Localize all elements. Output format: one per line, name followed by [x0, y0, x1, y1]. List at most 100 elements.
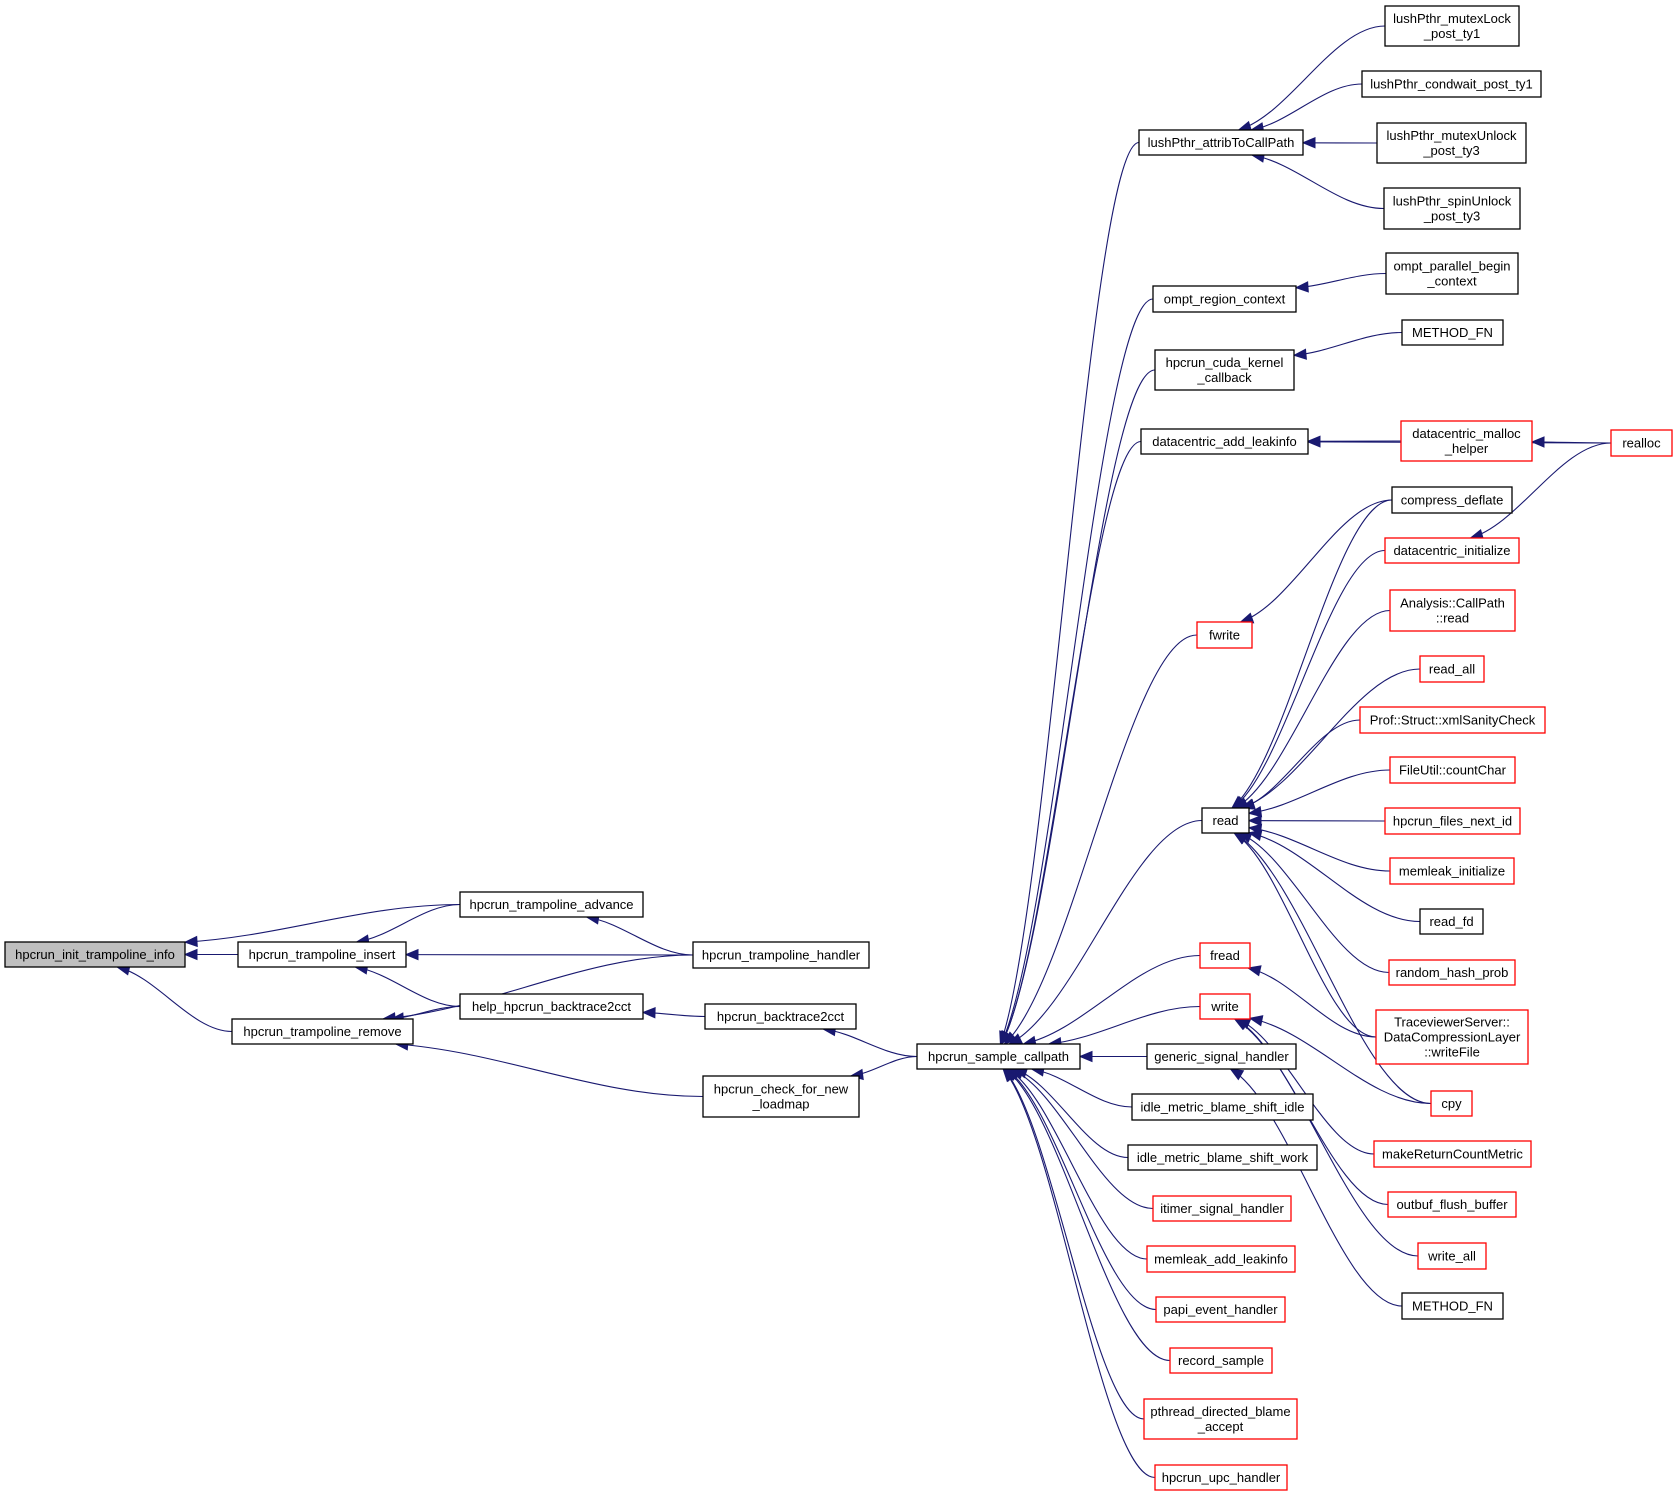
node-box [1401, 1292, 1504, 1320]
node-idle-idle[interactable]: idle_metric_blame_shift_idle [1131, 1093, 1314, 1121]
node-read-all[interactable]: read_all [1419, 655, 1485, 683]
node-count-char[interactable]: FileUtil::countChar [1389, 756, 1516, 784]
node-read[interactable]: read [1201, 807, 1250, 834]
node-outbuf-flush[interactable]: outbuf_flush_buffer [1387, 1191, 1517, 1218]
node-label: datacentric_add_leakinfo [1152, 434, 1297, 449]
node-advance[interactable]: hpcrun_trampoline_advance [459, 891, 644, 918]
node-label: _context [1426, 274, 1477, 289]
node-sample-callpath[interactable]: hpcrun_sample_callpath [916, 1043, 1081, 1070]
edge-read-all-to-read [1241, 668, 1421, 809]
node-memleak-add[interactable]: memleak_add_leakinfo [1146, 1245, 1296, 1273]
node-lush-condwait[interactable]: lushPthr_condwait_post_ty1 [1361, 70, 1542, 98]
edge-papi-to-sample-callpath [1005, 1068, 1157, 1311]
edge-check-loadmap-to-remove [395, 1043, 704, 1098]
node-box [1152, 1195, 1292, 1222]
node-record-sample[interactable]: record_sample [1169, 1347, 1273, 1374]
node-ompt-region[interactable]: ompt_region_context [1152, 285, 1297, 313]
edge-itimer-to-sample-callpath [1010, 1068, 1154, 1210]
node-make-return[interactable]: makeReturnCountMetric [1373, 1140, 1532, 1168]
node-fwrite[interactable]: fwrite [1196, 621, 1253, 649]
node-box [1387, 1191, 1517, 1218]
node-lush-mutexunlock[interactable]: lushPthr_mutexUnlock_post_ty3 [1376, 122, 1527, 164]
node-box [1154, 349, 1295, 391]
node-box [1391, 486, 1513, 514]
node-cpy[interactable]: cpy [1430, 1090, 1473, 1117]
node-lush-mutexlock[interactable]: lushPthr_mutexLock_post_ty1 [1384, 5, 1520, 47]
node-label: hpcrun_backtrace2cct [717, 1009, 845, 1024]
node-fread[interactable]: fread [1199, 942, 1251, 969]
node-xml-sanity[interactable]: Prof::Struct::xmlSanityCheck [1359, 706, 1546, 734]
node-box [1146, 1245, 1296, 1273]
node-dc-init[interactable]: datacentric_initialize [1384, 537, 1520, 564]
node-method-fn-1[interactable]: METHOD_FN [1401, 319, 1504, 346]
node-memleak-init[interactable]: memleak_initialize [1389, 857, 1515, 885]
edge-idle-idle-to-sample-callpath [1031, 1068, 1133, 1108]
edge-pthread-blame-to-sample-callpath [1003, 1068, 1145, 1420]
node-idle-work[interactable]: idle_metric_blame_shift_work [1127, 1144, 1318, 1171]
node-label: hpcrun_files_next_id [1393, 814, 1512, 829]
node-box [1384, 807, 1521, 835]
node-label: generic_signal_handler [1154, 1049, 1289, 1064]
node-read-fd[interactable]: read_fd [1419, 908, 1484, 935]
edge-tv-writefile-to-read [1233, 832, 1377, 1038]
node-papi[interactable]: papi_event_handler [1155, 1296, 1286, 1323]
node-box [1152, 285, 1297, 313]
edge-advance-to-insert [356, 903, 461, 943]
node-dc-add-leak[interactable]: datacentric_add_leakinfo [1140, 428, 1309, 455]
node-label: _callback [1196, 370, 1252, 385]
edge-remove-to-root [117, 966, 233, 1033]
node-root[interactable]: hpcrun_init_trampoline_info [4, 941, 186, 968]
node-box [1199, 942, 1251, 969]
node-label: papi_event_handler [1163, 1302, 1278, 1317]
node-lush-spinunlock[interactable]: lushPthr_spinUnlock_post_ty3 [1383, 187, 1521, 230]
node-box [1140, 428, 1309, 455]
node-dc-malloc[interactable]: datacentric_malloc_helper [1400, 420, 1533, 462]
node-bt2cct[interactable]: hpcrun_backtrace2cct [704, 1003, 857, 1030]
node-lush-attrib[interactable]: lushPthr_attribToCallPath [1138, 129, 1304, 156]
node-compress-deflate[interactable]: compress_deflate [1391, 486, 1513, 514]
edge-memleak-add-to-sample-callpath [1007, 1068, 1148, 1260]
arrowhead-icon [1530, 436, 1545, 448]
node-label: cpy [1441, 1096, 1462, 1111]
node-check-loadmap[interactable]: hpcrun_check_for_new_loadmap [702, 1075, 860, 1118]
node-help-bt[interactable]: help_hpcrun_backtrace2cct [459, 993, 644, 1020]
node-generic-sig[interactable]: generic_signal_handler [1146, 1043, 1297, 1070]
node-tv-writefile[interactable]: TraceviewerServer::DataCompressionLayer:… [1375, 1009, 1529, 1065]
node-label: idle_metric_blame_shift_idle [1140, 1100, 1304, 1115]
node-realloc[interactable]: realloc [1610, 429, 1673, 457]
node-write[interactable]: write [1199, 993, 1251, 1020]
node-ompt-parallel[interactable]: ompt_parallel_begin_context [1385, 252, 1519, 295]
node-box [1384, 537, 1520, 564]
node-insert[interactable]: hpcrun_trampoline_insert [237, 941, 407, 968]
node-handler[interactable]: hpcrun_trampoline_handler [692, 941, 870, 969]
node-label: help_hpcrun_backtrace2cct [472, 999, 631, 1014]
node-files-next-id[interactable]: hpcrun_files_next_id [1384, 807, 1521, 835]
arrowhead-icon [1246, 965, 1262, 977]
arrowhead-icon [1292, 348, 1307, 360]
edge-random-hash-to-read [1238, 832, 1390, 974]
edge-fwrite-to-sample-callpath [1004, 634, 1198, 1045]
node-box [237, 941, 407, 968]
node-box [1389, 589, 1516, 632]
node-pthread-blame[interactable]: pthread_directed_blame_accept [1143, 1398, 1298, 1440]
node-itimer[interactable]: itimer_signal_handler [1152, 1195, 1292, 1222]
node-label: lushPthr_attribToCallPath [1148, 135, 1295, 150]
node-label: _accept [1197, 1419, 1244, 1434]
node-write-all[interactable]: write_all [1417, 1242, 1487, 1270]
node-cuda-kernel[interactable]: hpcrun_cuda_kernel_callback [1154, 349, 1295, 391]
node-remove[interactable]: hpcrun_trampoline_remove [231, 1018, 414, 1045]
node-label: hpcrun_trampoline_remove [243, 1024, 401, 1039]
edge-memleak-init-to-read [1248, 827, 1391, 872]
node-callpath-read[interactable]: Analysis::CallPath::read [1389, 589, 1516, 632]
node-upc-handler[interactable]: hpcrun_upc_handler [1154, 1464, 1288, 1491]
edge-xml-sanity-to-read [1242, 719, 1361, 809]
node-label: FileUtil::countChar [1399, 763, 1507, 778]
node-method-fn-2[interactable]: METHOD_FN [1401, 1292, 1504, 1320]
node-label: outbuf_flush_buffer [1396, 1197, 1508, 1212]
node-label: hpcrun_trampoline_insert [249, 947, 396, 962]
node-box [1127, 1144, 1318, 1171]
node-random-hash[interactable]: random_hash_prob [1388, 959, 1516, 986]
node-label: memleak_add_leakinfo [1154, 1252, 1288, 1267]
edge-realloc-to-dc-init [1470, 442, 1612, 539]
